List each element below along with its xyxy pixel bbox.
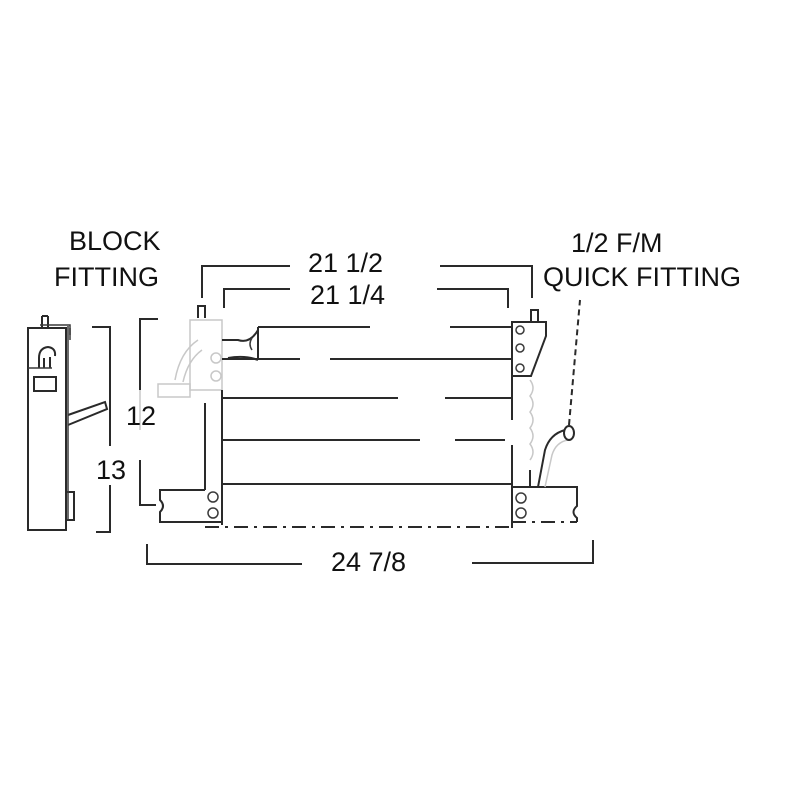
block-fitting-label-line2: FITTING <box>54 262 159 292</box>
dimension-21-1-2-label: 21 1/2 <box>308 248 384 278</box>
dimension-21-1-4-label: 21 1/4 <box>310 280 386 310</box>
dimension-12-bracket <box>139 318 158 506</box>
side-view <box>27 315 109 531</box>
front-view <box>157 299 581 528</box>
dimension-24-7-8-bracket <box>146 540 594 565</box>
dimension-24-7-8-label: 24 7/8 <box>331 547 407 577</box>
dimension-13-bracket <box>92 326 111 533</box>
quick-fitting-label-line1: 1/2 F/M <box>571 228 663 258</box>
dimension-12-label: 12 <box>126 401 157 431</box>
dimension-21-1-4-bracket <box>223 288 509 308</box>
dimension-21-1-2-bracket <box>201 265 533 298</box>
block-fitting-label-line1: BLOCK <box>69 226 161 256</box>
quick-fitting-label-line2: QUICK FITTING <box>543 262 741 292</box>
dimension-13-label: 13 <box>96 455 127 485</box>
